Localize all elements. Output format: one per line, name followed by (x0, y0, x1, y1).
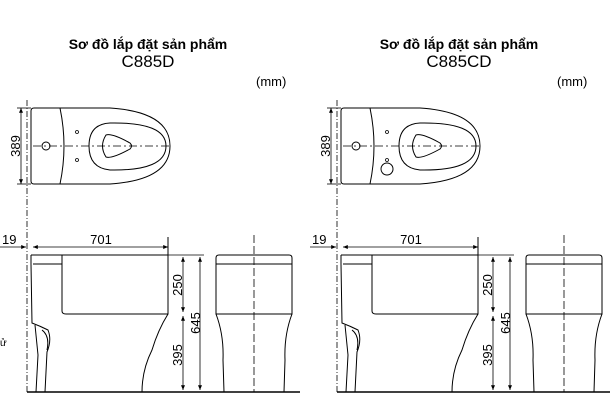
top-view-seat (88, 122, 167, 171)
panel-2-model: C885CD (426, 52, 492, 71)
top-view-tank (30, 107, 65, 185)
side-view-seat-hinge (344, 324, 359, 393)
side-view-back (340, 255, 361, 393)
tank-height-label: 250 (170, 274, 185, 296)
mount-hole (75, 130, 79, 134)
top-view-bowl-opening (412, 134, 442, 158)
offset-dimension-label: 19 (2, 232, 16, 247)
mount-hole (75, 158, 79, 162)
length-dimension-label: 701 (400, 232, 422, 247)
mount-hole (385, 158, 389, 162)
width-dimension-label: 389 (318, 135, 333, 157)
width-dimension-label: 389 (8, 135, 23, 157)
mount-hole (385, 130, 389, 134)
panel-1-title: Sơ đồ lắp đặt sản phẩm (68, 36, 228, 52)
top-view-bowl (370, 107, 481, 185)
panel-1-model: C885D (121, 52, 175, 71)
edge-text-fragment: ử (0, 338, 7, 349)
length-dimension-label: 701 (90, 232, 112, 247)
side-view-back (30, 255, 51, 393)
top-view-bowl (60, 107, 171, 185)
panel-1-unit: (mm) (256, 74, 287, 89)
side-view-tank (31, 237, 169, 315)
total-height-label: 645 (188, 312, 203, 334)
side-view-bowl-curve (141, 313, 169, 393)
tank-height-label: 250 (480, 274, 495, 296)
bowl-height-label: 395 (480, 344, 495, 366)
top-view-tank (340, 107, 375, 185)
total-height-label: 645 (498, 312, 513, 334)
side-view-seat-hinge (34, 324, 49, 393)
panel-2-unit: (mm) (557, 74, 588, 89)
panel-2-title: Sơ đồ lắp đặt sản phẩm (379, 36, 539, 52)
top-view-bowl-opening (102, 134, 132, 158)
front-view-lid (525, 254, 603, 265)
top-view-seat (398, 122, 477, 171)
offset-dimension-label: 19 (312, 232, 326, 247)
bowl-height-label: 395 (170, 344, 185, 366)
side-view-bowl-curve (451, 313, 479, 393)
side-view-tank (341, 237, 479, 315)
bidet-hole (380, 162, 394, 176)
front-view-lid (215, 254, 293, 265)
